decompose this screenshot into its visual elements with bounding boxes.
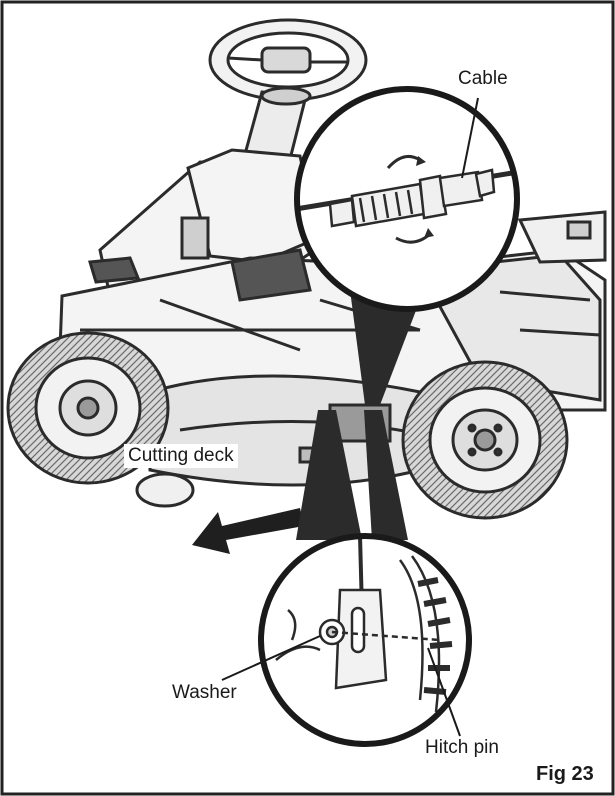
hitch-pin-label: Hitch pin — [425, 737, 499, 758]
right-wheel — [401, 360, 569, 520]
figure-number: Fig 23 — [536, 763, 594, 785]
cable-label: Cable — [458, 68, 508, 89]
cable-zoom-inset — [294, 86, 520, 312]
cable-callout-cone — [350, 290, 420, 405]
bottom-zoom-ring — [258, 533, 472, 747]
cutting-deck-label: Cutting deck — [124, 444, 238, 468]
cable-leader — [461, 97, 479, 179]
top-zoom-ring — [294, 86, 520, 312]
hitch-pin-leader — [427, 647, 461, 737]
washer-leader — [221, 635, 321, 681]
hitch-zoom-inset — [258, 533, 472, 747]
washer-label: Washer — [172, 682, 237, 703]
deck-direction-arrow — [192, 508, 304, 554]
caster-wheel — [135, 472, 195, 508]
hitch-callout-cone — [296, 410, 362, 540]
